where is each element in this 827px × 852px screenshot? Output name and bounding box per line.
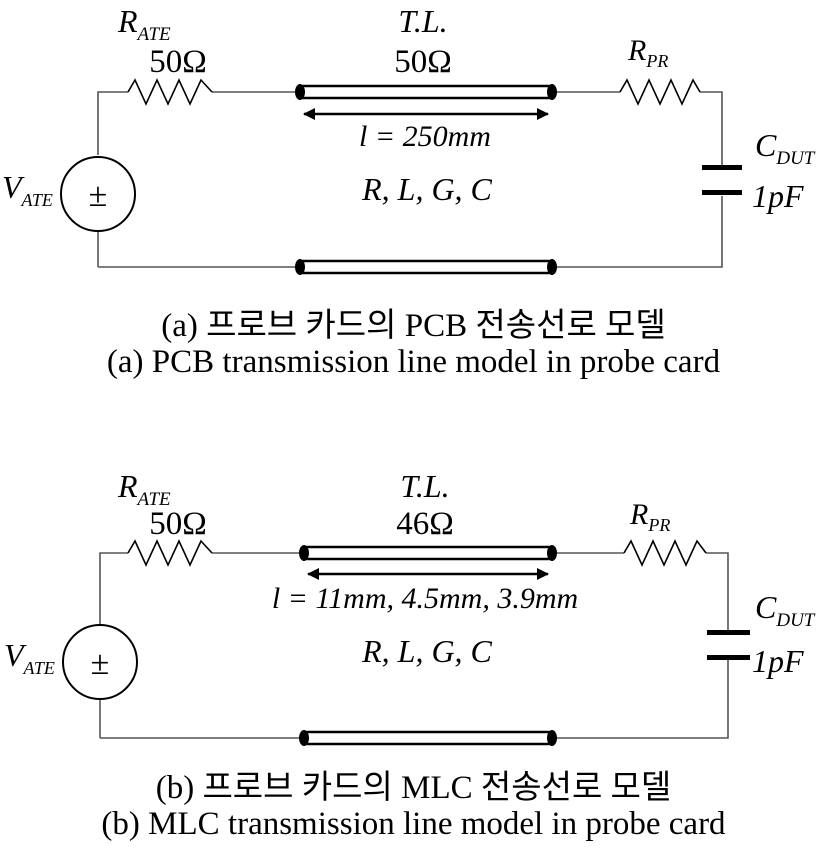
params-label-b: R, L, G, C — [361, 633, 492, 669]
params-label-a: R, L, G, C — [361, 171, 492, 207]
transmission-line-bottom-b — [299, 730, 557, 746]
c-dut-value-a: 1pF — [752, 178, 804, 214]
r-ate-label-a: RATE — [117, 3, 171, 45]
r-ate-value-a: 50Ω — [149, 44, 207, 80]
caption-english-a: (a) PCB transmission line model in probe… — [106, 344, 721, 380]
transmission-line-bottom-a — [295, 259, 557, 275]
transmission-line-top-a — [295, 84, 557, 100]
resistor-r-ate-a — [127, 78, 213, 106]
c-dut-value-b: 1pF — [752, 643, 804, 679]
caption-korean-b: (b) 프로브 카드의 MLC 전송선로 모델 — [155, 770, 672, 806]
tl-label-a: T.L. — [398, 3, 447, 39]
tl-value-a: 50Ω — [394, 44, 452, 80]
circuit-b: ± RATE 50Ω T.L. 46Ω RPR l = 11mm, 4.5mm,… — [4, 468, 816, 746]
capacitor-c-dut-b — [707, 630, 750, 660]
r-ate-label-b: RATE — [117, 468, 171, 510]
resistor-r-pr-a — [619, 78, 701, 106]
circuit-a: ± RATE 50Ω T.L. 50Ω RPR l = 250mm R, L, … — [2, 3, 816, 275]
voltage-source-a: ± — [60, 156, 136, 232]
v-ate-label-b: VATE — [4, 637, 55, 678]
tl-label-b: T.L. — [400, 468, 449, 504]
resistor-r-pr-b — [623, 539, 707, 567]
circuit-a-wires — [97, 91, 723, 268]
voltage-source-b: ± — [62, 624, 138, 700]
transmission-line-top-b — [299, 545, 557, 561]
r-ate-value-b: 50Ω — [149, 506, 207, 542]
plus-minus-icon-a: ± — [89, 177, 108, 214]
r-pr-label-b: RPR — [629, 498, 670, 535]
plus-minus-icon-b: ± — [91, 645, 110, 682]
r-pr-label-a: RPR — [627, 34, 668, 71]
v-ate-label-a: VATE — [2, 169, 53, 210]
resistor-r-ate-b — [127, 539, 213, 567]
length-label-a: l = 250mm — [359, 120, 491, 153]
length-label-b: l = 11mm, 4.5mm, 3.9mm — [272, 582, 578, 615]
tl-value-b: 46Ω — [396, 506, 454, 542]
caption-english-b: (b) MLC transmission line model in probe… — [101, 806, 726, 842]
capacitor-c-dut-a — [702, 165, 742, 195]
c-dut-label-b: CDUT — [755, 589, 816, 631]
caption-korean-a: (a) 프로브 카드의 PCB 전송선로 모델 — [161, 308, 666, 344]
circuit-b-wires — [99, 552, 729, 739]
c-dut-label-a: CDUT — [755, 127, 816, 169]
